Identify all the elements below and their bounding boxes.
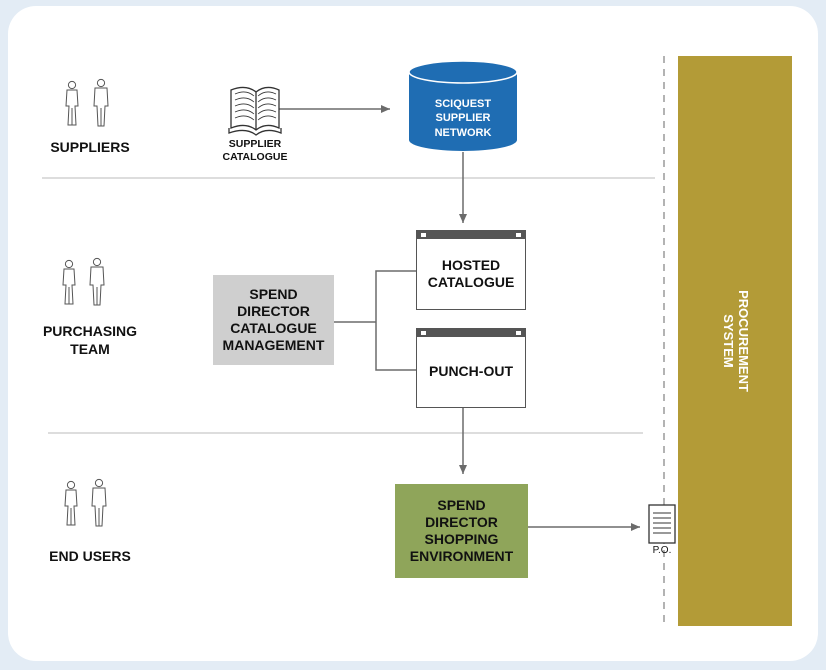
sciquest-line2: SUPPLIER	[435, 112, 491, 125]
people-icon-purchasing	[62, 257, 105, 306]
shopping-line4: ENVIRONMENT	[409, 547, 514, 564]
catalogue-mgmt-line3: CATALOGUE	[230, 320, 317, 336]
sciquest-line3: NETWORK	[434, 126, 492, 139]
sciquest-network-label: SCIQUEST SUPPLIER NETWORK	[409, 97, 517, 140]
catalogue-mgmt-line4: MANAGEMENT	[222, 336, 325, 353]
shopping-line1: SPEND	[437, 497, 486, 514]
supplier-catalogue-line2: CATALOGUE	[222, 150, 288, 163]
punchout-label: PUNCH-OUT	[429, 363, 513, 380]
procurement-line2: SYSTEM	[721, 314, 736, 368]
shopping-line2: DIRECTOR	[425, 514, 498, 531]
sciquest-line1: SCIQUEST	[434, 98, 492, 110]
shopping-line3: SHOPPING	[424, 531, 499, 547]
book-icon	[228, 86, 282, 136]
catalogue-mgmt-line2: DIRECTOR	[237, 303, 310, 320]
shopping-environment-box: SPEND DIRECTOR SHOPPING ENVIRONMENT	[395, 484, 528, 578]
punch-out-window: PUNCH-OUT	[416, 328, 526, 408]
database-icon	[408, 60, 518, 151]
hosted-catalogue-window: HOSTED CATALOGUE	[416, 230, 526, 310]
row-label-purchasing-team: PURCHASING TEAM	[30, 323, 150, 358]
catalogue-management-box: SPEND DIRECTOR CATALOGUE MANAGEMENT	[213, 275, 334, 365]
people-icon-suppliers	[65, 78, 109, 127]
row-label-end-users: END USERS	[49, 548, 131, 564]
procurement-line1: PROCUREMENT	[735, 290, 751, 392]
row-label-purchasing-line2: TEAM	[70, 340, 110, 357]
procurement-system-panel: PROCUREMENT SYSTEM	[678, 56, 792, 626]
po-label: P.O.	[652, 545, 672, 556]
hosted-line2: CATALOGUE	[427, 274, 515, 290]
bracket-to-hosted	[375, 270, 416, 371]
people-icon-end-users	[64, 478, 107, 527]
supplier-catalogue-label: SUPPLIER CATALOGUE	[200, 138, 310, 163]
document-icon	[648, 504, 676, 544]
browser-window-icon	[417, 231, 525, 239]
row-label-suppliers: SUPPLIERS	[50, 139, 130, 155]
row-label-purchasing-line1: PURCHASING	[42, 323, 138, 339]
hosted-line1: HOSTED	[441, 256, 501, 273]
catalogue-mgmt-line1: SPEND	[249, 286, 298, 303]
supplier-catalogue-line1: SUPPLIER	[228, 138, 282, 150]
procurement-system-label: PROCUREMENT SYSTEM	[720, 290, 751, 392]
browser-window-icon	[417, 329, 525, 337]
